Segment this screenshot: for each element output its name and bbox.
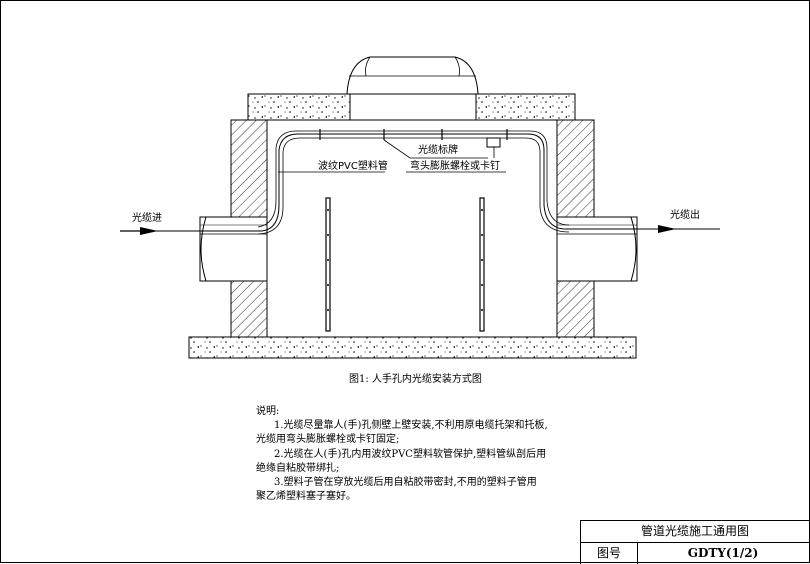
fixing-bolts — [319, 129, 508, 140]
figure-caption: 图1: 人手孔内光缆安装方式图 — [349, 374, 482, 385]
manhole-cover — [346, 56, 479, 95]
bolt-label: 弯头膨胀螺栓或卡钉 — [410, 161, 500, 172]
leader-lines — [278, 139, 506, 173]
note-line: 光缆用弯头膨胀螺栓或卡钉固定; — [256, 434, 400, 446]
cable-in-label: 光缆进 — [132, 213, 162, 224]
note-line: 1.光缆尽量靠人(手)孔侧壁上壁安装,不利用原电缆托架和托板, — [274, 420, 548, 432]
cable-tag — [486, 137, 501, 148]
roof-slab — [247, 93, 576, 121]
cable-in-arrow — [140, 227, 158, 235]
floor-slab — [188, 336, 637, 359]
note-line: 2.光缆在人(手)孔内用波纹PVC塑料软管保护,塑料管纵剖后用 — [274, 448, 547, 460]
drawing-number-label: 图号 — [581, 543, 638, 564]
notes-heading: 说明: — [256, 406, 280, 417]
note-line: 3.塑料子管在穿放光缆后用自粘胶带密封,不用的塑料子管用 — [274, 477, 537, 489]
note-line: 聚乙烯塑料塞子塞好。 — [256, 491, 356, 503]
pvc-pipe-label: 波纹PVC塑料管 — [318, 161, 388, 172]
wall-brackets — [325, 197, 485, 332]
right-duct — [556, 216, 638, 282]
left-duct — [199, 216, 268, 282]
cable-tag-label: 光缆标牌 — [418, 145, 458, 156]
fiber-cable — [120, 130, 720, 235]
drawing-number: GDTY(1/2) — [687, 546, 759, 560]
title-block: 管道光缆施工通用图 图号 GDTY(1/2) — [580, 520, 810, 564]
note-line: 绝缘自粘胶带绑扎; — [256, 462, 340, 474]
cable-out-arrow — [658, 225, 676, 233]
bracket-holes — [327, 209, 483, 311]
notes-section: 说明: 1.光缆尽量靠人(手)孔侧壁上壁安装,不利用原电缆托架和托板, 光缆用弯… — [256, 405, 548, 504]
drawing-title: 管道光缆施工通用图 — [581, 521, 809, 543]
cable-out-label: 光缆出 — [670, 210, 700, 221]
